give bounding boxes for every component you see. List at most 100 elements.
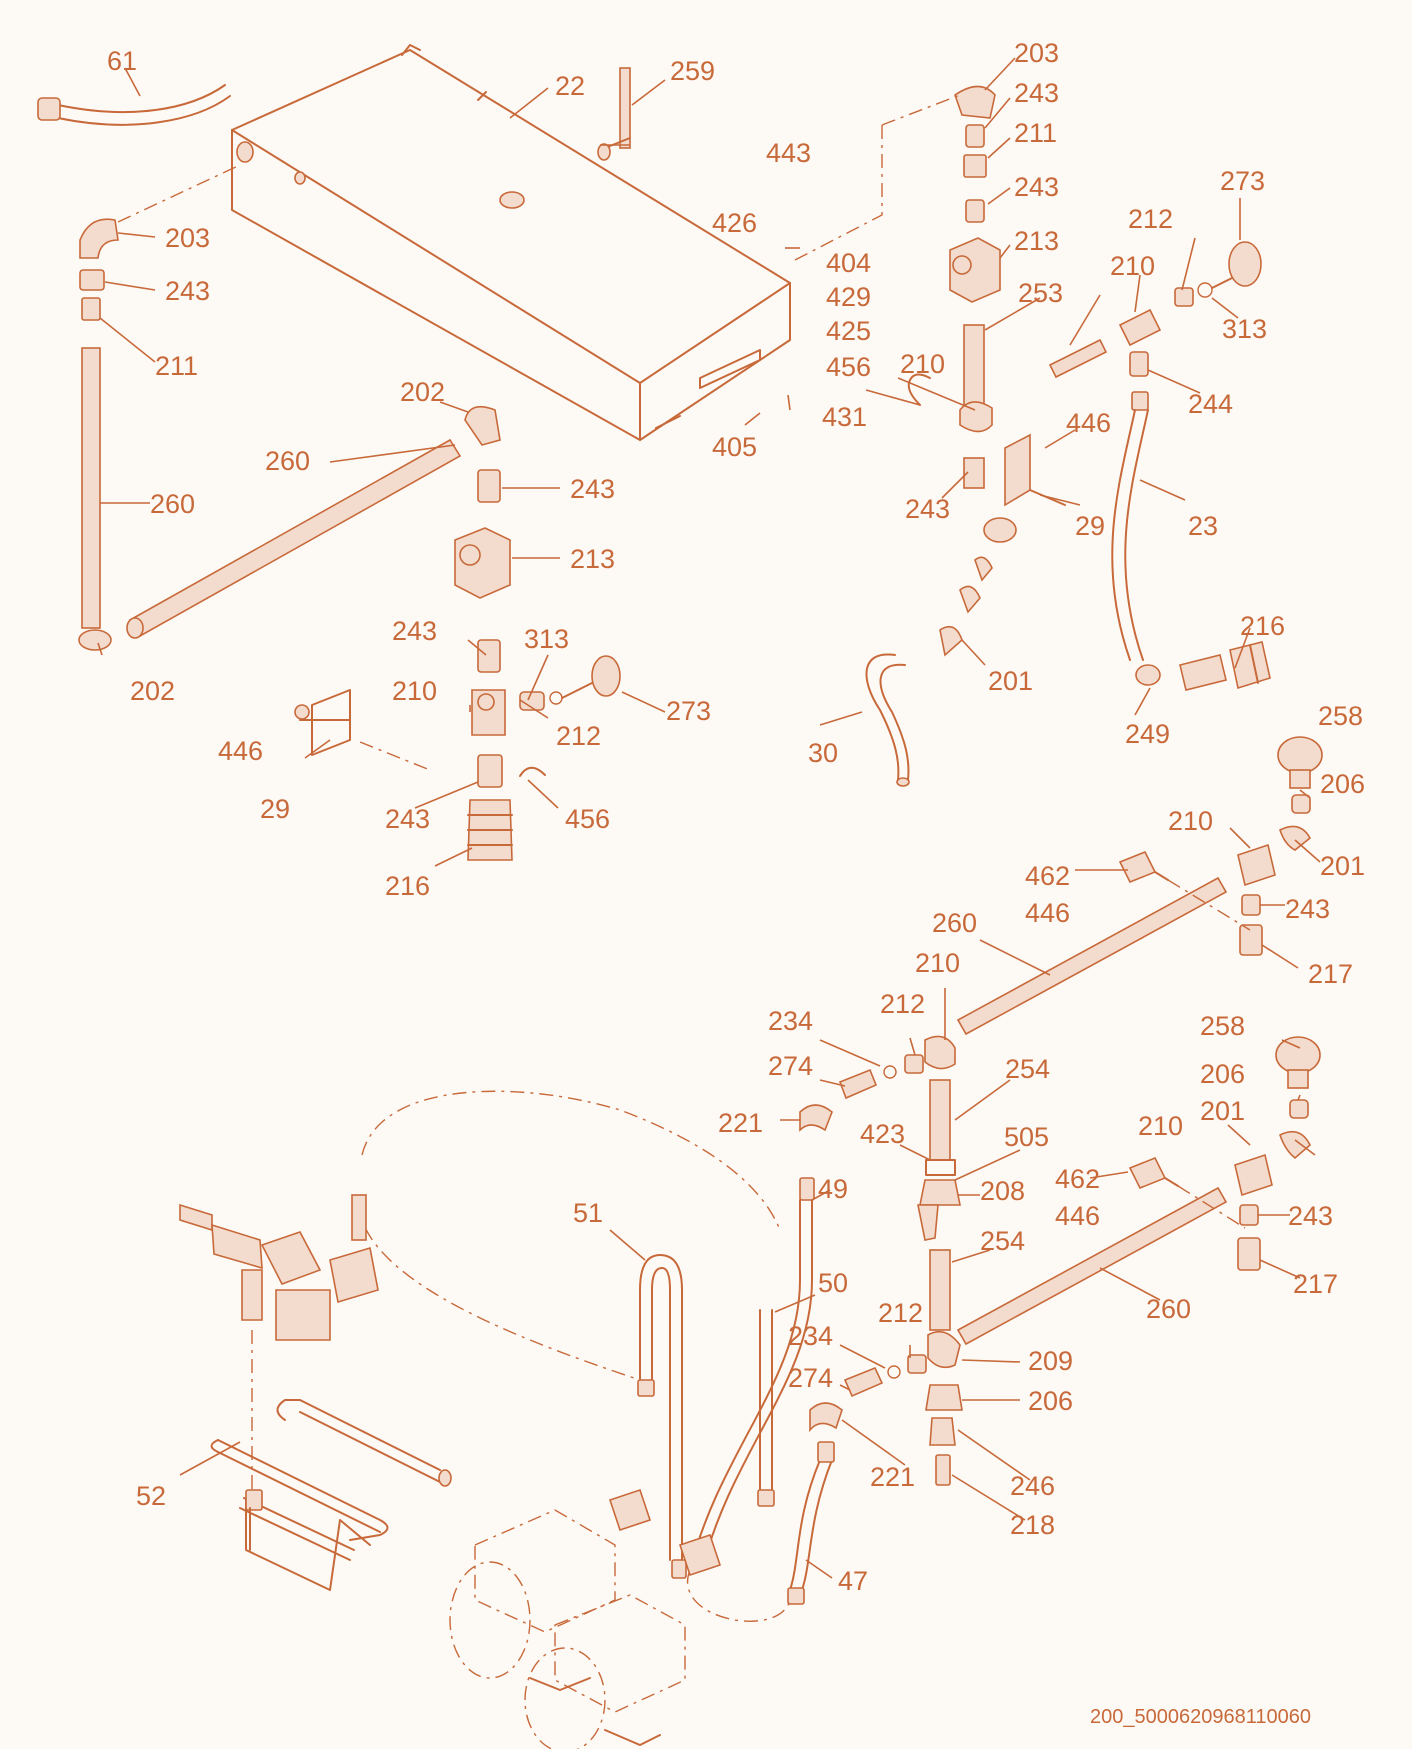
right-lower-assembly — [1128, 1036, 1321, 1271]
callout-29: 29 — [260, 794, 290, 824]
callout-244: 244 — [1188, 389, 1233, 419]
callout-211: 211 — [155, 351, 198, 381]
callout-446: 446 — [1066, 408, 1111, 438]
callout-202: 202 — [130, 676, 175, 706]
callout-423: 423 — [860, 1119, 905, 1149]
callout-210: 210 — [1168, 806, 1213, 836]
lower-center-assembly — [799, 1035, 1228, 1486]
callout-201: 201 — [1320, 851, 1365, 881]
callout-211: 211 — [1014, 118, 1057, 148]
callout-243: 243 — [1014, 78, 1059, 108]
callout-49: 49 — [818, 1174, 848, 1204]
callout-260: 260 — [1146, 1294, 1191, 1324]
callout-254: 254 — [980, 1226, 1025, 1256]
callout-216: 216 — [1240, 611, 1285, 641]
callout-61: 61 — [107, 46, 137, 76]
callout-23: 23 — [1188, 511, 1218, 541]
callout-260: 260 — [265, 446, 310, 476]
callout-243: 243 — [1285, 894, 1330, 924]
hose-part-30 — [865, 517, 1017, 787]
callout-243: 243 — [392, 616, 437, 646]
callout-243: 243 — [905, 494, 950, 524]
callout-201: 201 — [1200, 1096, 1245, 1126]
callout-234: 234 — [768, 1006, 813, 1036]
callout-210: 210 — [1138, 1111, 1183, 1141]
callout-249: 249 — [1125, 719, 1170, 749]
callout-446: 446 — [218, 736, 263, 766]
callout-50: 50 — [818, 1268, 848, 1298]
water-tank-part-22 — [231, 44, 791, 441]
callout-273: 273 — [1220, 166, 1265, 196]
callout-243: 243 — [1288, 1201, 1333, 1231]
valve-assembly-lower-left — [179, 1194, 379, 1490]
pin-part-259 — [597, 67, 631, 161]
callout-429: 429 — [826, 282, 871, 312]
tube-part-260-diagonal — [126, 438, 462, 639]
callout-431: 431 — [822, 402, 867, 432]
callout-22: 22 — [555, 71, 585, 101]
callout-217: 217 — [1308, 959, 1353, 989]
callout-260: 260 — [150, 489, 195, 519]
callout-426: 426 — [712, 208, 757, 238]
callout-212: 212 — [880, 989, 925, 1019]
callout-404: 404 — [826, 248, 871, 278]
callout-462: 462 — [1055, 1164, 1100, 1194]
callout-212: 212 — [878, 1298, 923, 1328]
callout-206: 206 — [1028, 1386, 1073, 1416]
callout-213: 213 — [1014, 226, 1059, 256]
callout-462: 462 — [1025, 861, 1070, 891]
callout-210: 210 — [900, 349, 945, 379]
callout-425: 425 — [826, 316, 871, 346]
callout-216: 216 — [385, 871, 430, 901]
callout-246: 246 — [1010, 1471, 1055, 1501]
heating-coil-part-52 — [210, 1399, 452, 1591]
callout-456: 456 — [565, 804, 610, 834]
callout-47: 47 — [838, 1566, 868, 1596]
callout-243: 243 — [385, 804, 430, 834]
callout-258: 258 — [1200, 1011, 1245, 1041]
callout-212: 212 — [1128, 204, 1173, 234]
callout-labels: 61 22 259 203 243 211 243 213 273 212 21… — [107, 38, 1365, 1596]
center-vertical-assembly — [294, 405, 621, 861]
right-middle-assembly — [956, 736, 1323, 1036]
callout-259: 259 — [670, 56, 715, 86]
upper-right-assembly — [794, 85, 1262, 507]
callout-505: 505 — [1004, 1122, 1049, 1152]
drawing-id: 200_5000620968110060 — [1090, 1706, 1311, 1728]
callout-253: 253 — [1018, 278, 1063, 308]
callout-313: 313 — [1222, 314, 1267, 344]
callout-29: 29 — [1075, 511, 1105, 541]
callout-243: 243 — [570, 474, 615, 504]
callout-405: 405 — [712, 432, 757, 462]
callout-203: 203 — [1014, 38, 1059, 68]
callout-218: 218 — [1010, 1510, 1055, 1540]
callout-258: 258 — [1318, 701, 1363, 731]
callout-274: 274 — [788, 1363, 833, 1393]
callout-456: 456 — [826, 352, 871, 382]
callout-52: 52 — [136, 1481, 166, 1511]
callout-201: 201 — [988, 666, 1033, 696]
callout-221: 221 — [718, 1108, 763, 1138]
callout-243: 243 — [165, 276, 210, 306]
callout-206: 206 — [1200, 1059, 1245, 1089]
hoses-lower — [357, 1090, 835, 1622]
callout-446: 446 — [1055, 1201, 1100, 1231]
callout-443: 443 — [766, 138, 811, 168]
callout-274: 274 — [768, 1051, 813, 1081]
callout-210: 210 — [392, 676, 437, 706]
callout-203: 203 — [165, 223, 210, 253]
callout-260: 260 — [932, 908, 977, 938]
callout-243: 243 — [1014, 172, 1059, 202]
callout-221: 221 — [870, 1462, 915, 1492]
callout-313: 313 — [524, 624, 569, 654]
callout-210: 210 — [915, 948, 960, 978]
callout-273: 273 — [666, 696, 711, 726]
callout-208: 208 — [980, 1176, 1025, 1206]
callout-254: 254 — [1005, 1054, 1050, 1084]
callout-51: 51 — [573, 1198, 603, 1228]
callout-213: 213 — [570, 544, 615, 574]
hose-part-61 — [37, 84, 231, 126]
callout-217: 217 — [1293, 1269, 1338, 1299]
